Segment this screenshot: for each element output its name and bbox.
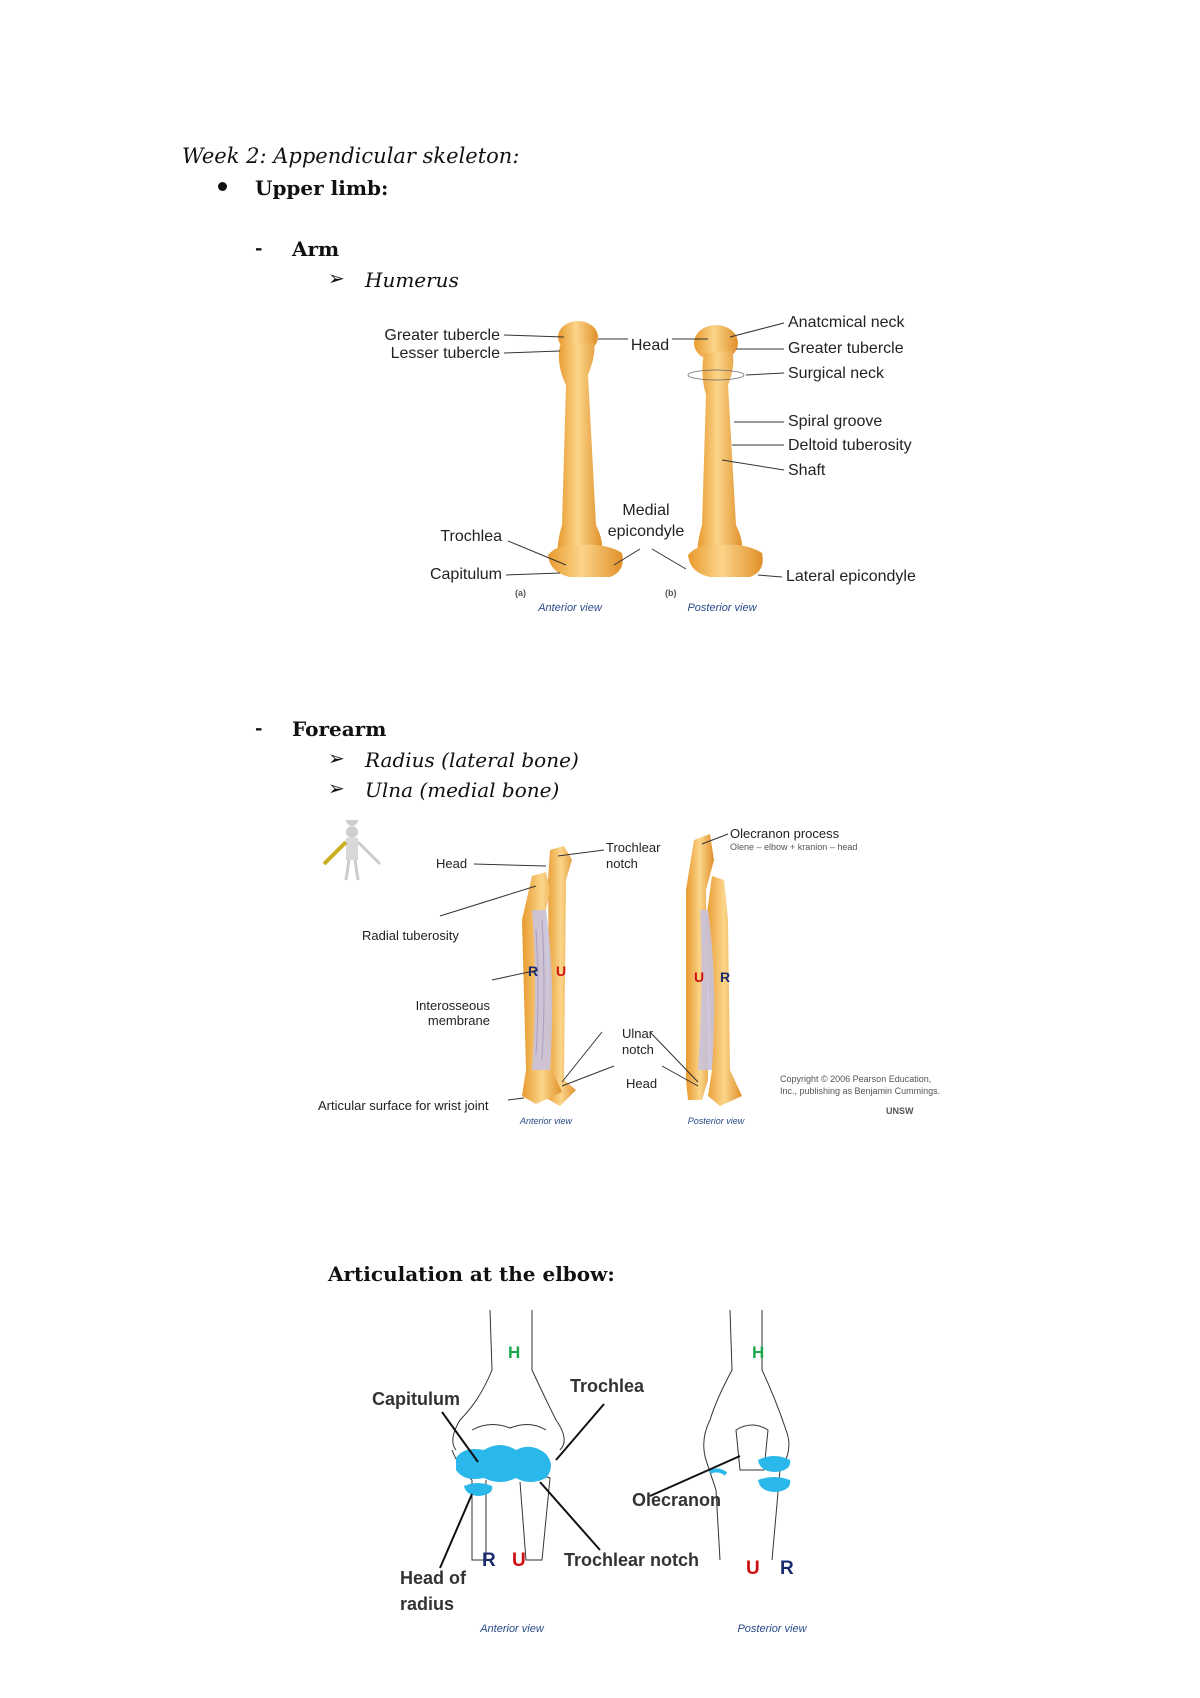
upper-limb-heading: Upper limb: bbox=[255, 176, 389, 200]
label-medial-epicondyle-1: Medial bbox=[622, 502, 669, 519]
label-ulnar-notch-2: notch bbox=[622, 1042, 654, 1057]
humerus-anterior-bone bbox=[548, 321, 623, 577]
label-anterior-view: Anterior view bbox=[519, 1116, 573, 1126]
forearm-heading: Forearm bbox=[292, 717, 387, 741]
label-lesser-tubercle: Lesser tubercle bbox=[391, 345, 500, 362]
label-greater-tubercle-right: Greater tubercle bbox=[788, 340, 904, 357]
label-surgical-neck: Surgical neck bbox=[788, 365, 885, 382]
elbow-heading: Articulation at the elbow: bbox=[328, 1262, 615, 1286]
label-trochlear-notch-1: Trochlear bbox=[606, 840, 661, 855]
label-copyright-1: Copyright © 2006 Pearson Education, bbox=[780, 1074, 931, 1084]
label-r-posterior: R bbox=[720, 969, 730, 985]
label-trochlear-notch: Trochlear notch bbox=[564, 1550, 699, 1570]
label-u-anterior: U bbox=[512, 1550, 526, 1571]
label-panel-b: (b) bbox=[665, 588, 677, 598]
label-copyright-2: Inc., publishing as Benjamin Cummings. bbox=[780, 1086, 940, 1096]
label-head-of-radius-1: Head of bbox=[400, 1568, 467, 1588]
arrow-bullet-icon: ➢ bbox=[328, 746, 345, 770]
label-olecranon-note: Olene – elbow + kranion – head bbox=[730, 842, 857, 852]
elbow-posterior-sketch bbox=[703, 1310, 791, 1561]
label-capitulum: Capitulum bbox=[372, 1389, 460, 1409]
label-olecranon-process: Olecranon process bbox=[730, 826, 840, 841]
label-head: Head bbox=[631, 337, 669, 354]
forearm-posterior-bones bbox=[686, 834, 742, 1106]
label-head-bottom: Head bbox=[626, 1076, 657, 1091]
label-u-posterior: U bbox=[746, 1558, 760, 1579]
label-r-anterior: R bbox=[482, 1550, 496, 1571]
label-head-of-radius-2: radius bbox=[400, 1594, 454, 1614]
humerus-item: Humerus bbox=[365, 268, 459, 292]
label-posterior-view: Posterior view bbox=[687, 602, 757, 614]
label-trochlear-notch-2: notch bbox=[606, 856, 638, 871]
arm-heading: Arm bbox=[292, 237, 340, 261]
ulna-item: Ulna (medial bone) bbox=[365, 778, 560, 802]
elbow-diagram: H H Capitulum Trochlea Olecranon Head of… bbox=[372, 1310, 808, 1635]
label-u-anterior: U bbox=[556, 963, 566, 979]
arrow-bullet-icon: ➢ bbox=[328, 776, 345, 800]
forearm-dash-marker: - bbox=[255, 718, 263, 739]
label-lateral-epicondyle: Lateral epicondyle bbox=[786, 568, 916, 585]
label-anatomical-neck: Anatcmical neck bbox=[788, 315, 905, 331]
week-title: Week 2: Appendicular skeleton: bbox=[182, 144, 520, 168]
label-spiral-groove: Spiral groove bbox=[788, 413, 882, 430]
label-h-anterior: H bbox=[508, 1343, 520, 1362]
label-head-top: Head bbox=[436, 856, 467, 871]
label-medial-epicondyle-2: epicondyle bbox=[608, 523, 685, 540]
label-h-posterior: H bbox=[752, 1343, 764, 1362]
radius-item: Radius (lateral bone) bbox=[365, 748, 579, 772]
label-greater-tubercle-left: Greater tubercle bbox=[384, 327, 500, 344]
humerus-figure: Greater tubercle Lesser tubercle Head An… bbox=[384, 315, 916, 614]
skeleton-thumbnail-icon bbox=[322, 820, 382, 881]
elbow-anterior-sketch bbox=[451, 1310, 565, 1561]
label-capitulum: Capitulum bbox=[430, 566, 502, 583]
label-r-posterior: R bbox=[780, 1558, 794, 1579]
label-olecranon: Olecranon bbox=[632, 1490, 721, 1510]
forearm-anterior-bones bbox=[522, 846, 576, 1106]
label-interosseous-2: membrane bbox=[428, 1013, 490, 1028]
label-posterior-view: Posterior view bbox=[688, 1116, 745, 1126]
unsw-logo: UNSW bbox=[886, 1106, 914, 1116]
label-ulnar-notch-1: Ulnar bbox=[622, 1026, 654, 1041]
label-interosseous-1: Interosseous bbox=[416, 998, 491, 1013]
humerus-posterior-bone bbox=[687, 325, 763, 577]
label-deltoid-tuberosity: Deltoid tuberosity bbox=[788, 437, 912, 454]
label-u-posterior: U bbox=[694, 969, 704, 985]
label-r-anterior: R bbox=[528, 963, 538, 979]
label-articular-surface: Articular surface for wrist joint bbox=[318, 1098, 489, 1113]
label-panel-a: (a) bbox=[515, 588, 526, 598]
label-radial-tuberosity: Radial tuberosity bbox=[362, 928, 459, 943]
bullet-icon bbox=[218, 182, 227, 191]
label-anterior-view: Anterior view bbox=[537, 602, 603, 614]
arm-dash-marker: - bbox=[255, 238, 263, 259]
label-trochlea: Trochlea bbox=[440, 528, 502, 545]
arrow-bullet-icon: ➢ bbox=[328, 266, 345, 290]
label-posterior-view: Posterior view bbox=[737, 1623, 807, 1635]
label-trochlea: Trochlea bbox=[570, 1376, 645, 1396]
forearm-figure: Trochlear notch Olecranon process Olene … bbox=[318, 820, 940, 1126]
label-anterior-view: Anterior view bbox=[479, 1623, 545, 1635]
label-shaft: Shaft bbox=[788, 462, 826, 479]
